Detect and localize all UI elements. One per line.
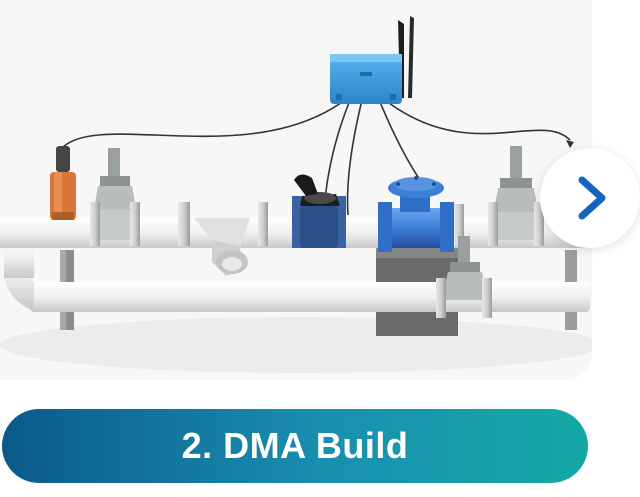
next-slide-button[interactable] <box>540 148 640 248</box>
pipeline-illustration <box>0 16 592 373</box>
illustration-card <box>0 16 592 373</box>
flow-meter-icon <box>378 176 454 252</box>
water-meter-icon <box>292 174 346 248</box>
card-title: 2. DMA Build <box>181 425 409 466</box>
chevron-right-icon <box>578 176 606 220</box>
data-logger-icon <box>330 16 414 104</box>
title-bar[interactable]: 2. DMA Build <box>2 409 588 483</box>
